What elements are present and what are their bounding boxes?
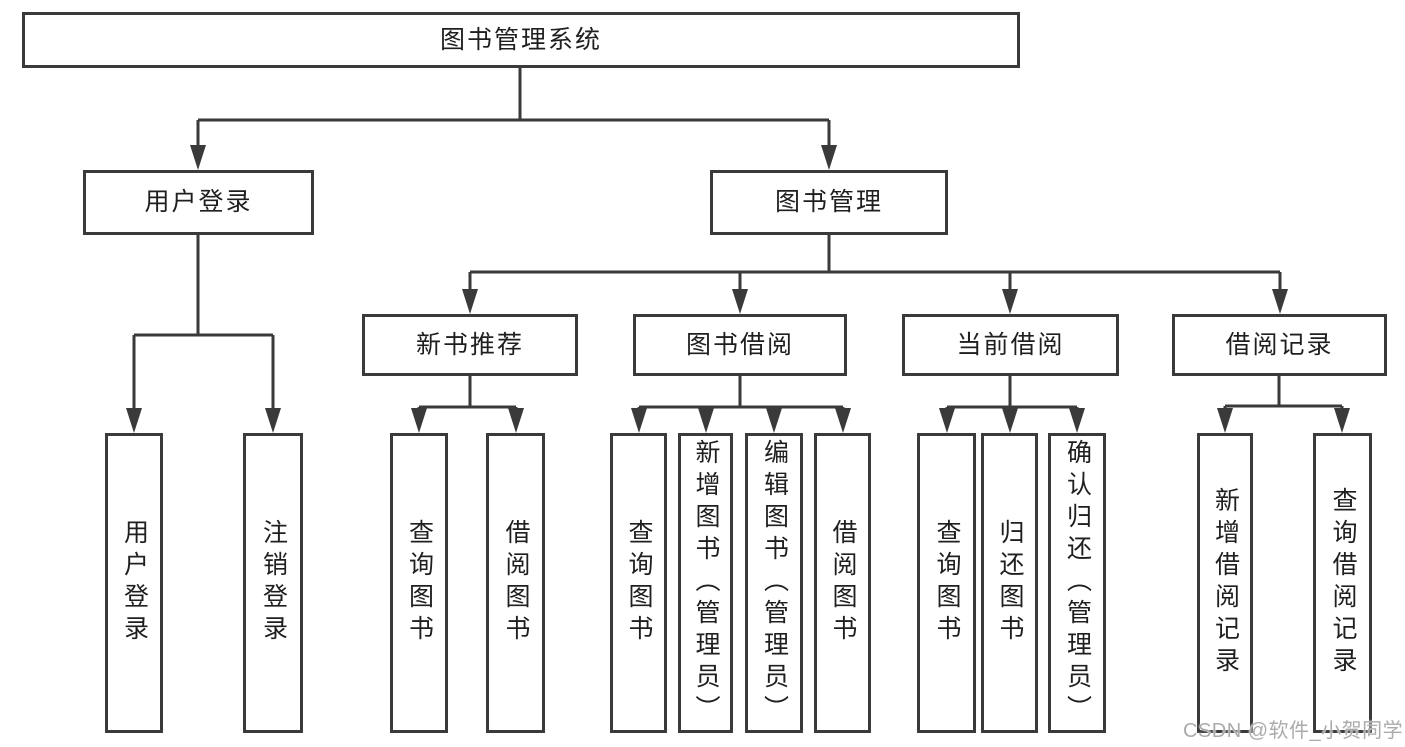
node-borrow-record-label: 借阅记录 <box>1225 330 1334 359</box>
leaf-borrow-book-2-label: 借阅图书 <box>829 519 857 647</box>
leaf-return-book-label: 归还图书 <box>996 519 1024 647</box>
node-book-management-label: 图书管理 <box>774 188 883 216</box>
leaf-borrow-book-1-label: 借阅图书 <box>502 519 530 647</box>
leaf-return-book: 归还图书 <box>981 433 1038 733</box>
node-current-borrow-label: 当前借阅 <box>956 330 1065 359</box>
arrowheads <box>126 145 1350 433</box>
node-new-book-recommend-label: 新书推荐 <box>415 330 524 359</box>
node-book-borrow-label: 图书借阅 <box>685 330 794 359</box>
leaf-add-book-admin-label: 新增图书（管理员） <box>692 439 720 727</box>
leaf-user-login: 用户登录 <box>105 433 163 733</box>
leaf-query-book-2: 查询图书 <box>610 433 667 733</box>
leaf-edit-book-admin-label: 编辑图书（管理员） <box>760 439 789 727</box>
node-user-login: 用户登录 <box>83 170 314 235</box>
leaf-query-book-3: 查询图书 <box>917 433 976 733</box>
node-current-borrow: 当前借阅 <box>902 314 1119 376</box>
node-book-borrow: 图书借阅 <box>633 314 847 376</box>
leaf-query-book-2-label: 查询图书 <box>625 519 653 647</box>
leaf-logout-label: 注销登录 <box>259 519 288 647</box>
node-user-login-label: 用户登录 <box>144 188 253 216</box>
leaf-query-borrow-record: 查询借阅记录 <box>1313 433 1372 733</box>
leaf-confirm-return-admin-label: 确认归还（管理员） <box>1063 439 1092 727</box>
leaf-borrow-book-2: 借阅图书 <box>814 433 871 733</box>
node-book-management: 图书管理 <box>710 170 948 235</box>
node-root-label: 图书管理系统 <box>439 25 602 54</box>
node-root: 图书管理系统 <box>22 12 1020 68</box>
leaf-add-borrow-record: 新增借阅记录 <box>1197 433 1253 733</box>
leaf-borrow-book-1: 借阅图书 <box>486 433 545 733</box>
leaf-confirm-return-admin: 确认归还（管理员） <box>1048 433 1106 733</box>
leaf-add-book-admin: 新增图书（管理员） <box>678 433 733 733</box>
watermark: CSDN @软件_小贺同学 <box>1183 720 1404 742</box>
leaf-query-book-1-label: 查询图书 <box>405 519 434 647</box>
node-borrow-record: 借阅记录 <box>1172 314 1387 376</box>
leaf-query-borrow-record-label: 查询借阅记录 <box>1329 487 1357 679</box>
leaf-user-login-label: 用户登录 <box>120 519 149 647</box>
leaf-query-book-1: 查询图书 <box>390 433 448 733</box>
node-new-book-recommend: 新书推荐 <box>362 314 578 376</box>
leaf-logout: 注销登录 <box>243 433 303 733</box>
leaf-edit-book-admin: 编辑图书（管理员） <box>745 433 803 733</box>
leaf-add-borrow-record-label: 新增借阅记录 <box>1211 487 1240 679</box>
leaf-query-book-3-label: 查询图书 <box>933 519 961 647</box>
